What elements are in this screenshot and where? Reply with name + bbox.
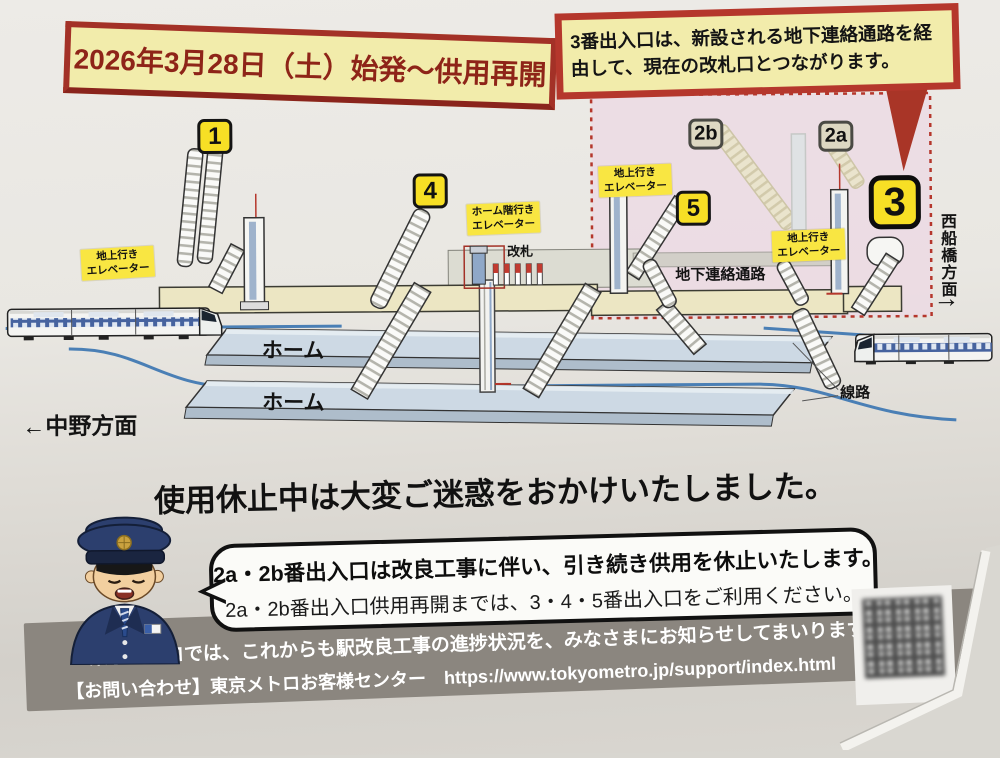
label-elevator-up-pink-left: 地上行き エレベーター — [598, 164, 672, 198]
label-elevator-up-pink-right: 地上行き エレベーター — [771, 228, 845, 262]
nishifunabashi-arrow-icon: → — [933, 283, 959, 314]
speech-bubble: 2a・2b番出入口は改良工事に伴い、引き続き供用を休止いたします。 2a・2b番… — [208, 527, 878, 632]
label-line: エレベーター — [472, 217, 536, 233]
date-banner-text: 2026年3月28日（土）始発～供用再開 — [73, 37, 547, 93]
label-tracks: 線路 — [840, 381, 870, 402]
exit1-escalators — [176, 145, 245, 294]
label-line: エレベーター — [604, 179, 668, 195]
elevator-left — [240, 194, 269, 310]
exit3-callout-panel: 3番出入口は、新設される地下連絡通路を経由して、現在の改札口とつながります。 — [562, 10, 954, 92]
badge-exit-2a: 2a — [818, 121, 853, 152]
label-toward-nakano: ←中野方面 — [22, 407, 137, 442]
label-elevator-platform: ホーム階行き エレベーター — [466, 201, 540, 235]
label-line: エレベーター — [86, 261, 150, 278]
exit3-callout-text: 3番出入口は、新設される地下連絡通路を経由して、現在の改札口とつながります。 — [570, 20, 945, 83]
qr-code — [862, 596, 945, 679]
label-underground-passage: 地下連絡通路 — [675, 263, 765, 285]
badge-exit-3: 3 — [869, 175, 921, 229]
train-left — [8, 308, 222, 340]
label-elevator-up-left: 地上行き エレベーター — [80, 246, 155, 282]
label-platform-upper: ホーム — [262, 334, 325, 365]
badge-exit-2b: 2b — [688, 118, 723, 149]
label-line: エレベーター — [777, 244, 841, 260]
badge-exit-5: 5 — [676, 191, 711, 226]
qr-code-panel — [852, 585, 957, 705]
badge-exit-4: 4 — [413, 173, 448, 208]
label-platform-lower: ホーム — [262, 386, 325, 417]
station-staff-illustration — [53, 512, 200, 665]
badge-exit-1: 1 — [197, 119, 232, 154]
label-ticket-gate: 改札 — [507, 241, 533, 260]
exit3-callout: 3番出入口は、新設される地下連絡通路を経由して、現在の改札口とつながります。 — [554, 3, 960, 100]
train-right — [855, 334, 992, 365]
